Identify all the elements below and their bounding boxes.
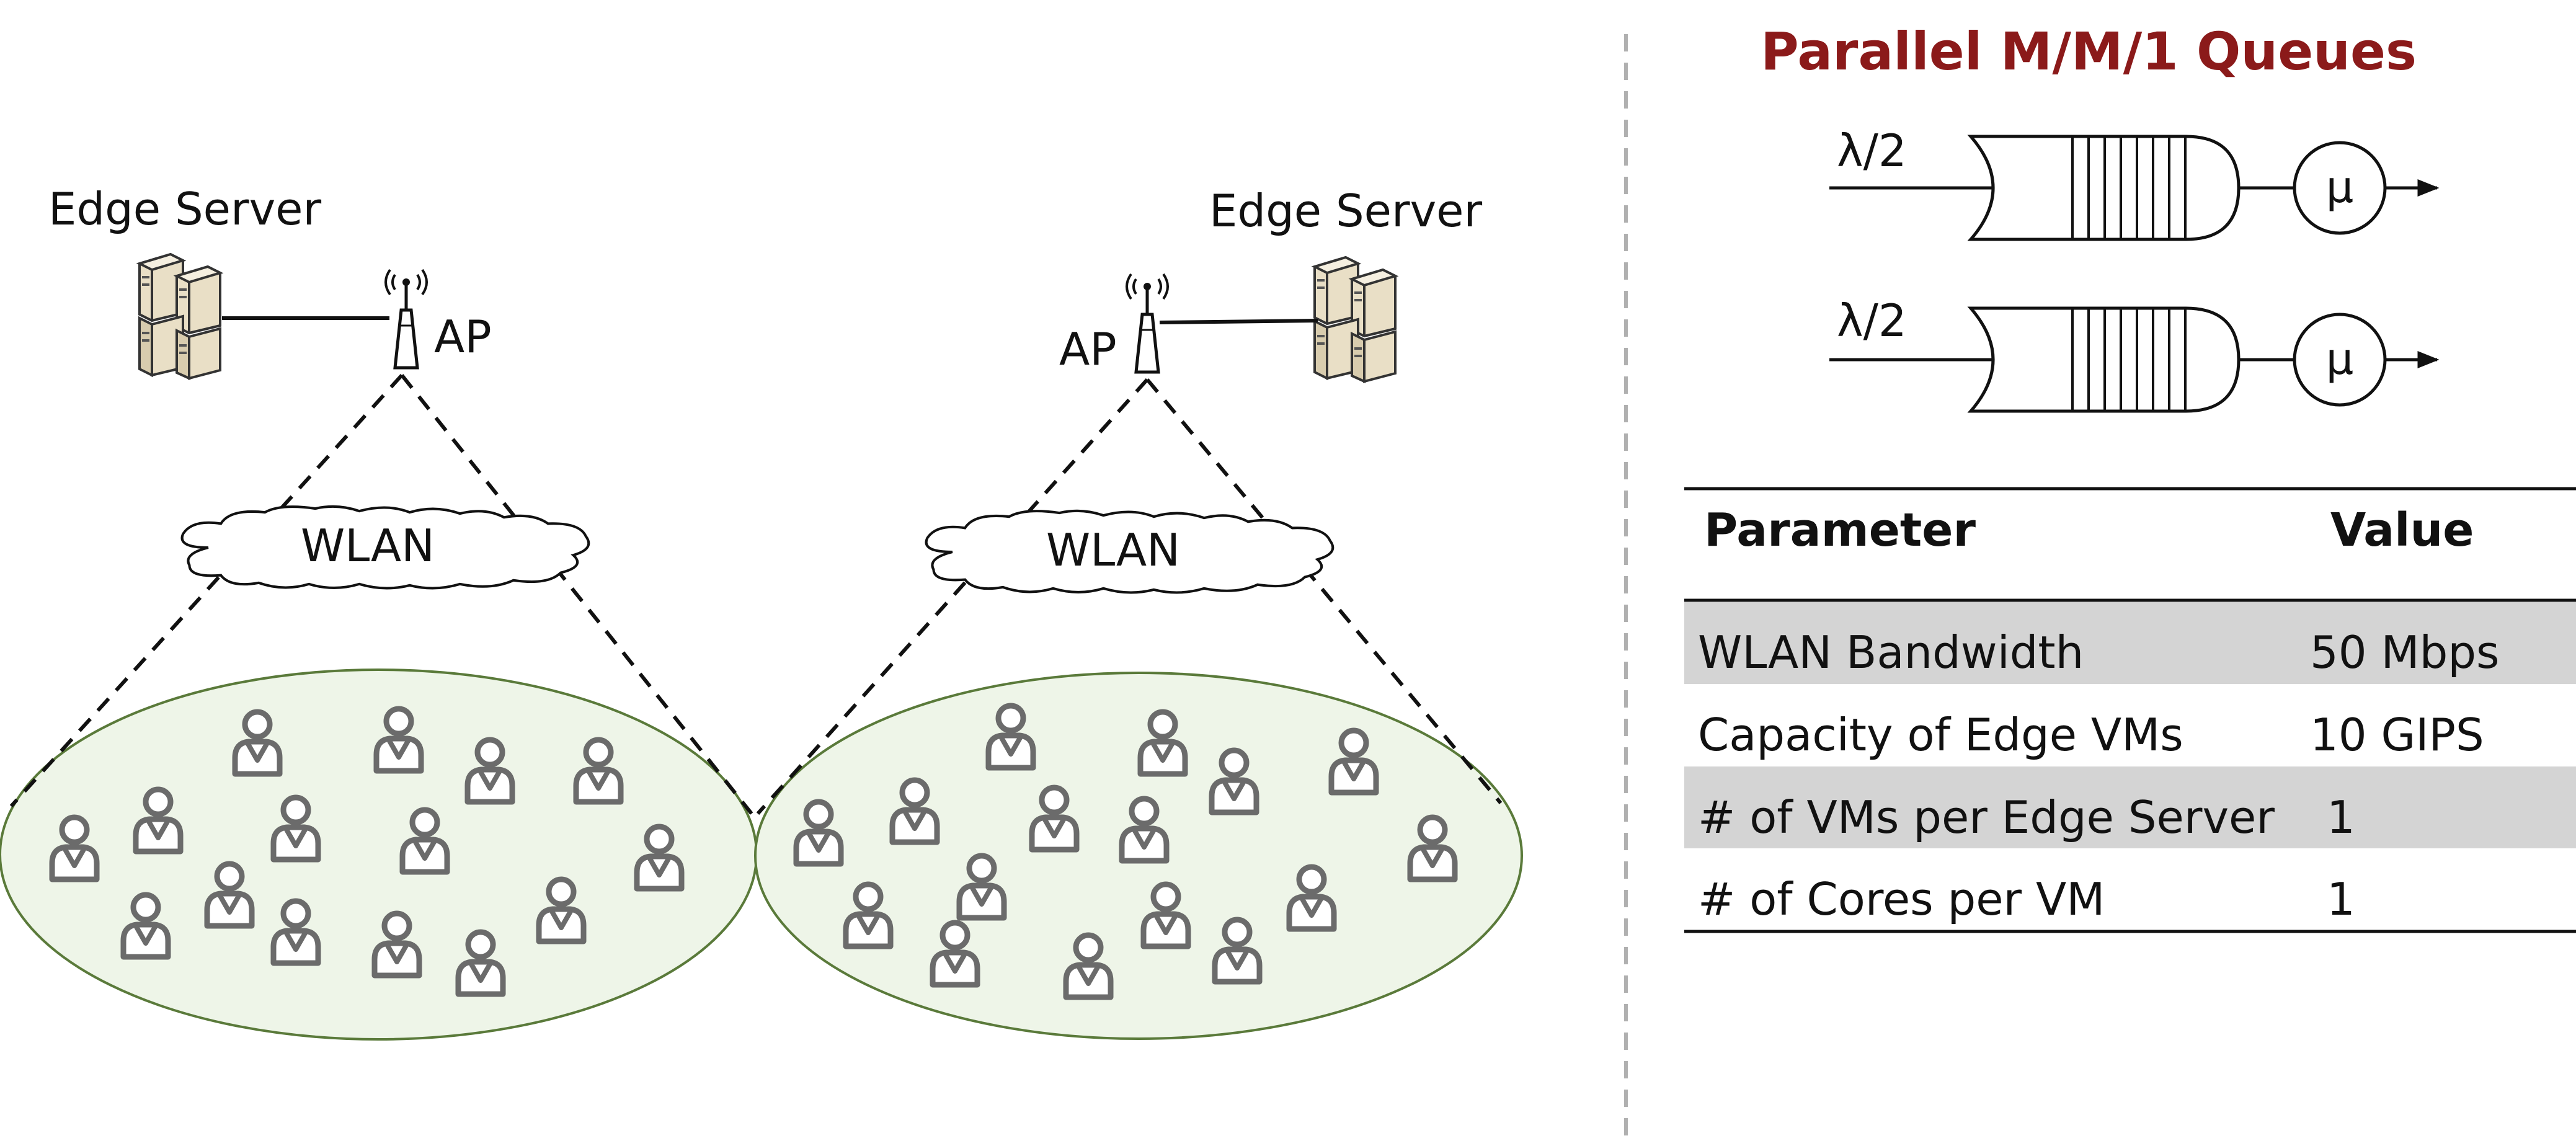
server-rack-icon xyxy=(1313,256,1397,383)
queue-2: λ/2 μ xyxy=(1829,295,2440,413)
header-value: Value xyxy=(2330,504,2474,557)
table-row-value: 50 Mbps xyxy=(2310,626,2500,678)
network-diagram: WLAN Edge Server AP xyxy=(0,183,1523,1041)
coverage-line-right xyxy=(1145,378,1503,804)
antenna-icon xyxy=(386,270,427,368)
wlan-label: WLAN xyxy=(301,520,435,572)
server-rack-icon xyxy=(138,253,221,380)
coverage-line-right xyxy=(400,374,753,815)
service-rate-label: μ xyxy=(2326,162,2354,213)
service-rate-label: μ xyxy=(2326,334,2354,384)
table-row-parameter: Capacity of Edge VMs xyxy=(1698,709,2183,761)
queue-panel: Parallel M/M/1 Queues λ/2 μ λ/2 xyxy=(1761,21,2440,413)
ap-label: AP xyxy=(434,311,492,363)
row-shade xyxy=(1684,766,2576,848)
arrival-rate-label: λ/2 xyxy=(1837,295,1907,347)
table-row-value: 10 GIPS xyxy=(2310,709,2484,761)
table-row-parameter: # of VMs per Edge Server xyxy=(1698,791,2275,843)
edge-server-label: Edge Server xyxy=(1209,185,1483,237)
table-row-parameter: WLAN Bandwidth xyxy=(1698,626,2084,678)
cell-2: WLAN Edge Server AP xyxy=(754,185,1523,1040)
arrival-rate-label: λ/2 xyxy=(1837,125,1907,177)
coverage-line-left xyxy=(756,378,1149,815)
edge-server-label: Edge Server xyxy=(48,183,322,235)
cell-1: WLAN Edge Server AP xyxy=(0,183,758,1041)
table-row-value: 1 xyxy=(2327,873,2355,925)
table-row-value: 1 xyxy=(2327,791,2355,843)
table-row-parameter: # of Cores per VM xyxy=(1698,873,2105,925)
coverage-area xyxy=(0,668,758,1041)
header-parameter: Parameter xyxy=(1704,504,1976,557)
ap-label: AP xyxy=(1059,323,1117,375)
coverage-line-left xyxy=(9,373,404,808)
row-shade xyxy=(1684,602,2576,684)
parameter-table: Parameter Value WLAN Bandwidth 50 Mbps C… xyxy=(1684,487,2576,933)
queue-1: λ/2 μ xyxy=(1829,125,2440,241)
server-link xyxy=(1159,319,1318,324)
queue-panel-title: Parallel M/M/1 Queues xyxy=(1761,21,2417,82)
wlan-label: WLAN xyxy=(1046,524,1180,576)
